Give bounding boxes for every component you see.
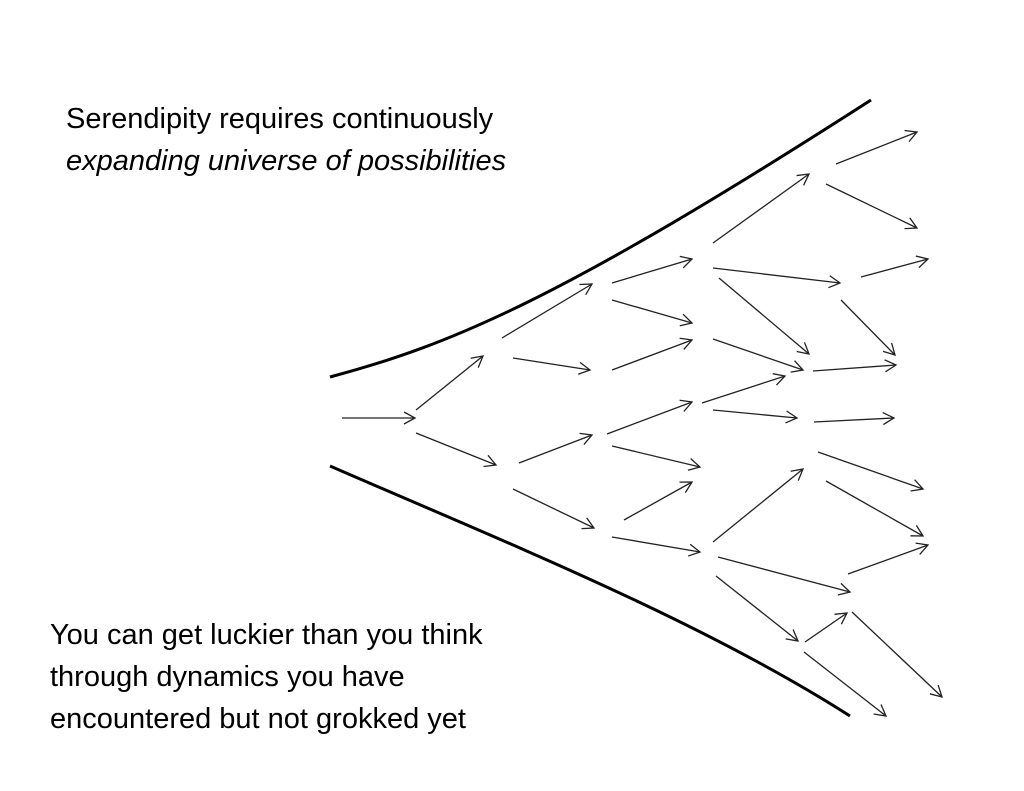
arrow bbox=[701, 373, 787, 404]
arrow bbox=[512, 357, 592, 375]
arrow bbox=[840, 299, 896, 356]
lower-boundary-curve bbox=[329, 464, 851, 718]
arrow bbox=[803, 651, 888, 717]
arrow bbox=[712, 173, 811, 244]
heading-line-2: expanding universe of possibilities bbox=[66, 145, 507, 177]
caption-line-1: You can get luckier than you think bbox=[50, 619, 483, 651]
arrow bbox=[712, 409, 799, 424]
arrow bbox=[501, 283, 594, 339]
arrow bbox=[512, 488, 596, 530]
arrow bbox=[804, 612, 849, 643]
heading-line-1: Serendipity requires continuously bbox=[66, 103, 494, 135]
arrow bbox=[860, 255, 930, 278]
caption-line-2: through dynamics you have bbox=[50, 661, 405, 693]
arrow bbox=[606, 399, 694, 435]
arrow bbox=[847, 542, 930, 575]
arrows bbox=[342, 129, 943, 717]
caption-line-3: encountered but not grokked yet bbox=[50, 703, 466, 735]
arrow bbox=[825, 183, 919, 230]
arrow bbox=[611, 255, 694, 284]
arrow bbox=[813, 411, 896, 426]
upper-boundary-curve bbox=[329, 98, 872, 379]
arrow bbox=[817, 451, 925, 492]
arrow bbox=[611, 445, 702, 471]
arrow bbox=[623, 481, 694, 521]
arrow bbox=[712, 338, 805, 373]
caption-text: You can get luckier than you think throu… bbox=[50, 614, 483, 740]
heading-text: Serendipity requires continuously expand… bbox=[66, 98, 506, 182]
arrow bbox=[715, 575, 800, 642]
arrow bbox=[611, 299, 694, 327]
arrow bbox=[812, 359, 898, 373]
arrow bbox=[712, 468, 805, 543]
arrow bbox=[717, 556, 852, 596]
arrow bbox=[415, 432, 498, 468]
arrow bbox=[851, 611, 943, 698]
arrow bbox=[415, 355, 485, 411]
arrow bbox=[835, 129, 919, 165]
arrow bbox=[825, 480, 925, 537]
arrow bbox=[712, 267, 842, 289]
arrow bbox=[718, 277, 811, 355]
arrow bbox=[611, 337, 694, 371]
arrow bbox=[611, 536, 702, 557]
arrow bbox=[518, 432, 594, 464]
